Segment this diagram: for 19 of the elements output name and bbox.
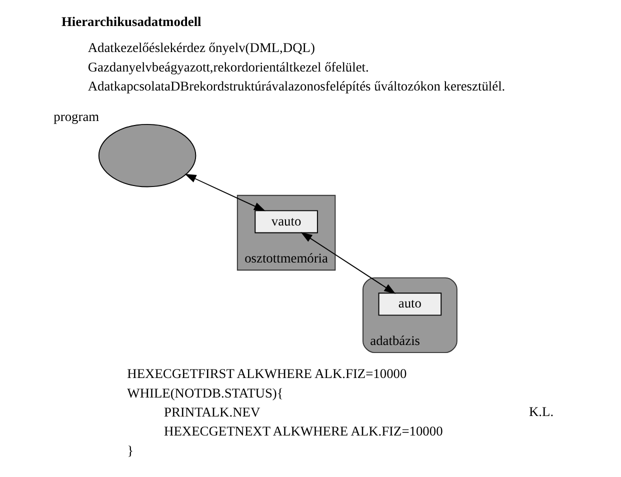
label: Adatkezelőéslekérdez őnyelv(DML,DQL) [88, 40, 315, 56]
node-label: osztottmemória [244, 250, 328, 266]
label: AdatkapcsolataDBrekordstruktúrávalazonosfelépítés űváltozókon keresztülél. [88, 78, 506, 94]
node-box: vauto [254, 210, 318, 234]
arrow [300, 232, 396, 294]
label: K.L. [528, 404, 554, 420]
label: HEXECGETFIRST ALKWHERE ALK.FIZ=10000 [127, 366, 407, 382]
label: Gazdanyelvbeágyazott,rekordorientáltkezel őfelület. [88, 59, 369, 74]
label: WHILE(NOTDB.STATUS){ [127, 385, 284, 400]
node-label: program [54, 108, 100, 124]
label: HEXECGETNEXT ALKWHERE ALK.FIZ=10000 [164, 424, 443, 439]
diagram-title: Hierarchikusadatmodell [62, 14, 202, 29]
arrow [184, 174, 266, 212]
label: } [127, 442, 134, 458]
cluster [362, 277, 458, 354]
node-box: auto [378, 292, 442, 316]
cluster [236, 194, 336, 271]
node-label: adatbázis [370, 333, 420, 348]
label: PRINTALK.NEV [164, 404, 260, 420]
